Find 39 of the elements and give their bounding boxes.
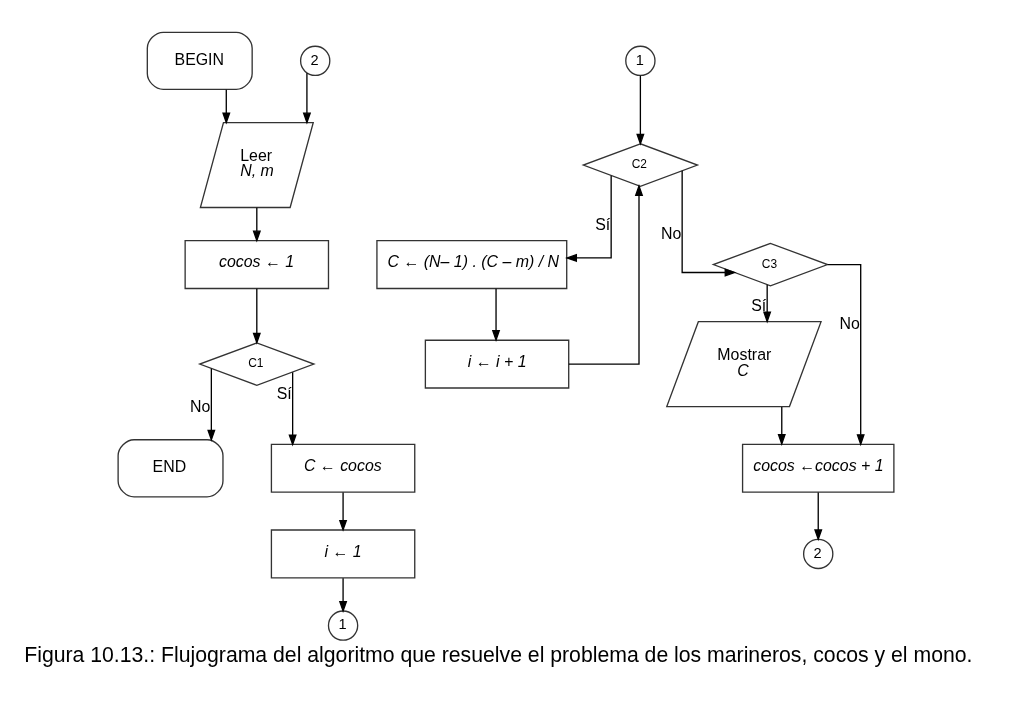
arrow — [288, 371, 297, 446]
edge-label: Sí — [276, 384, 292, 402]
node-box: C ← (N– 1) . (C – m) / N — [376, 239, 568, 289]
arrow — [207, 367, 216, 442]
arrow — [338, 577, 348, 613]
arrow — [252, 206, 261, 242]
node-box: C ← cocos — [270, 443, 416, 493]
caption: Figura 10.13.: Flujograma del algoritmo que resuelve el problema de los marineros, cocos y el mono. — [24, 642, 973, 666]
arrow — [491, 287, 501, 342]
edge-label: No — [660, 224, 682, 242]
node-box: cocos ← 1 — [184, 239, 330, 289]
arrow — [763, 283, 772, 323]
edge-label: Sí — [595, 215, 611, 233]
node-circle: 1 — [327, 609, 359, 641]
arrow — [252, 287, 261, 345]
arrow — [826, 263, 865, 446]
node-circle: 2 — [802, 538, 834, 569]
arrow — [338, 491, 348, 532]
node-diamond: C3 — [711, 242, 830, 286]
arrow — [302, 72, 312, 124]
node-box: BEGIN — [146, 31, 253, 90]
node-diamond: C2 — [581, 142, 700, 187]
node-box: i ← 1 — [270, 528, 416, 578]
edge-label: No — [190, 397, 211, 415]
edge-label: Sí — [751, 296, 767, 314]
arrow — [565, 174, 612, 262]
arrow — [681, 169, 737, 277]
arrow — [568, 183, 644, 365]
arrow — [777, 405, 786, 446]
node-circle: 1 — [625, 45, 656, 76]
node-diamond: C1 — [197, 341, 316, 386]
node-box: cocos ←cocos + 1 — [741, 443, 895, 493]
node-box: i ← i + 1 — [424, 339, 570, 389]
arrow — [636, 74, 645, 146]
edge-label: No — [839, 314, 860, 332]
node-box: END — [117, 438, 224, 497]
arrow — [222, 88, 231, 125]
arrow — [814, 491, 823, 541]
node-circle: 2 — [299, 45, 331, 76]
